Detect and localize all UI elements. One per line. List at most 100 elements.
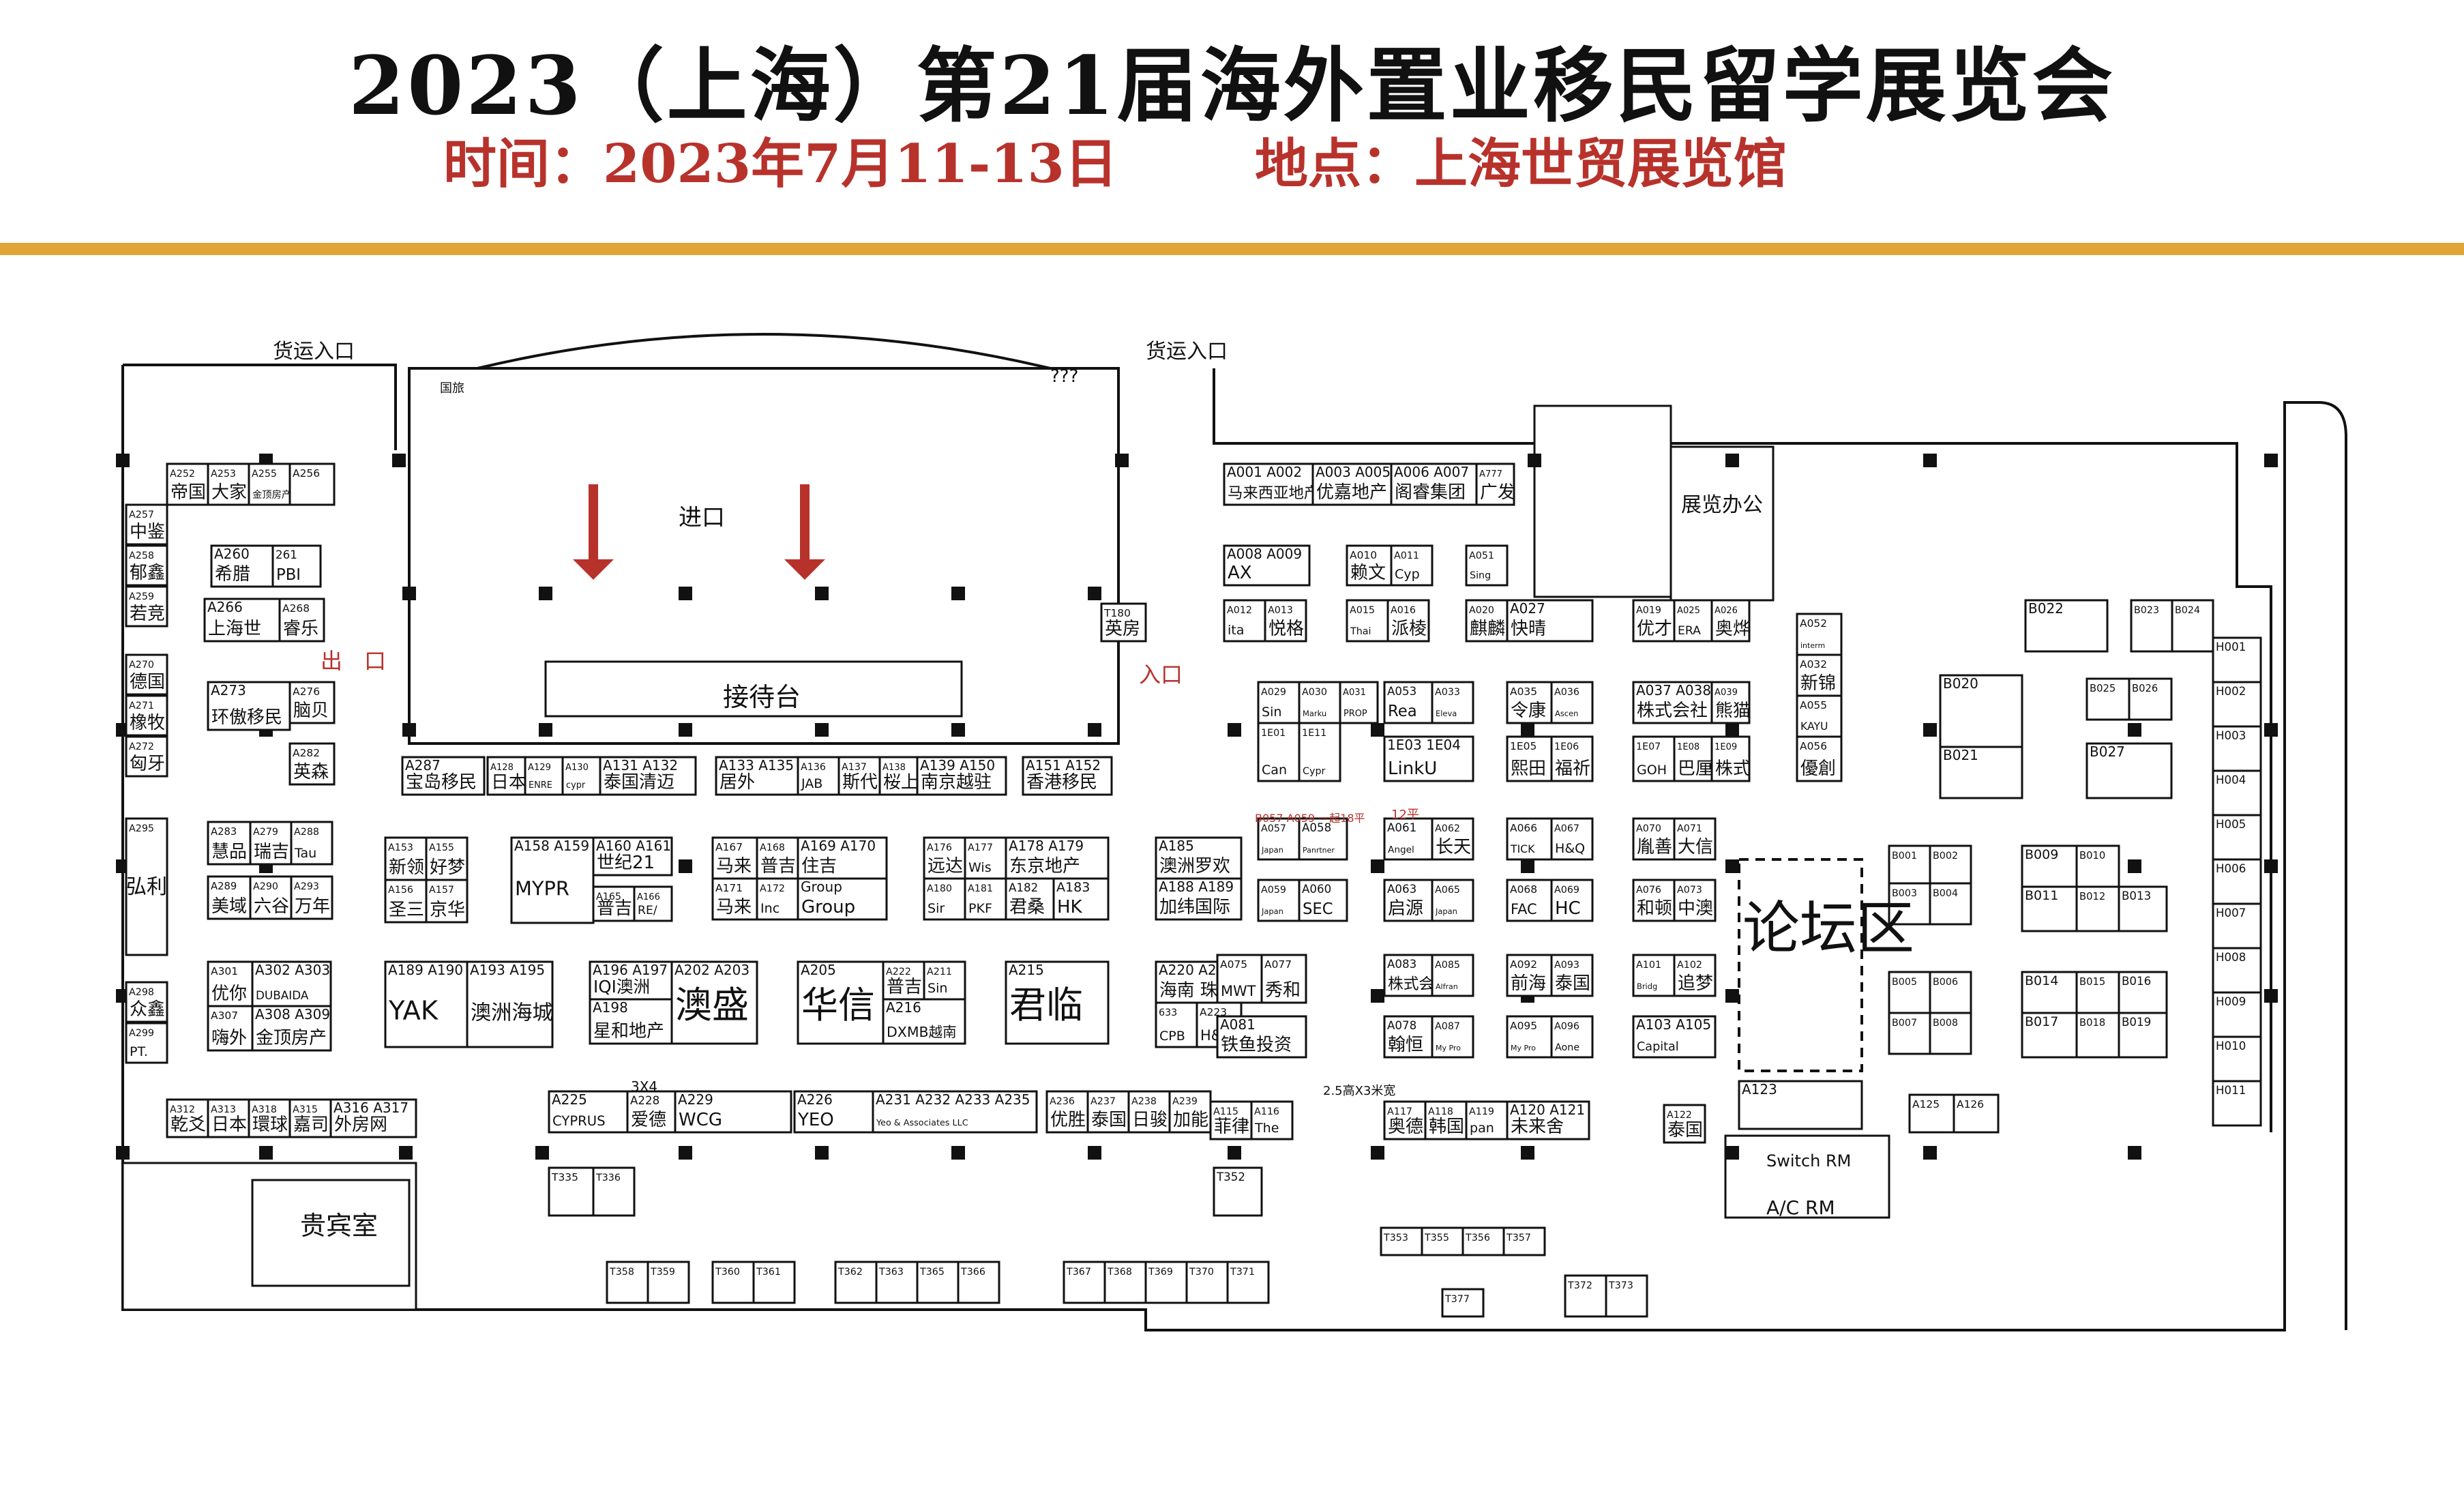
booth-name: 大家 [211,482,247,503]
booth-id: A287 [405,757,441,774]
booth-box [1383,817,1434,861]
booth-name: interm [1800,641,1825,650]
booth-box [125,585,168,628]
booth-name: Bridg [1637,982,1657,991]
booth-id: B018 [2079,1017,2105,1029]
booth-name: 世纪21 [597,853,655,873]
booth-id: A270 [129,660,154,671]
booth-box [207,821,252,866]
booth-name: 日本 [211,1115,247,1135]
booth-box [1502,1226,1546,1256]
booth-box [1673,817,1717,861]
booth-id: T180 [1103,607,1131,619]
booth-name: Tau [294,846,316,861]
pillar [259,1146,273,1160]
booth-layer: A252帝国A253大家A255金顶房产A256A257中鉴A258郁鑫A259… [125,462,2262,1318]
booth-box [1939,746,2023,799]
booth-t377: T377 [1441,1288,1485,1318]
booth-name: 熊猫 [1715,701,1751,721]
booth-h011: H011 [2212,1080,2262,1127]
booth-name: 前海 [1511,973,1546,994]
booth-id: A081 [1220,1016,1256,1033]
east-wall [1213,368,2272,1132]
booth-box [248,462,291,506]
booth-name: 铁鱼投资 [1221,1035,1292,1055]
reception-desk [544,660,963,718]
booth-a295: A295 [125,817,168,956]
booth-id: A205 [801,962,836,978]
booth-id: 1E08 [1677,742,1699,752]
booth-id: A777 [1479,469,1502,480]
booth-id: H007 [2216,907,2246,919]
booth-name: 优嘉地产 [1316,482,1387,503]
booth-name: 株式 [1715,759,1751,779]
booth-box [1888,1012,1931,1055]
booth-id: A117 [1387,1106,1412,1117]
booth-name: PBI [276,566,301,584]
booth-name: 星和地产 [593,1021,664,1042]
booth-id: B015 [2079,976,2105,988]
booth-box [793,1090,874,1134]
booth-id: A266 [207,599,243,615]
booth-id: A273 [211,682,246,698]
booth-box [599,756,697,796]
booth-id: A236 [1050,1096,1075,1107]
booth-name: My Pro [1511,1044,1536,1052]
booth-name: 熙田 [1511,759,1546,779]
booth-id: A029 [1261,687,1286,698]
booth-box [288,462,336,506]
booth-name: Japan [1435,907,1457,916]
booth-name: 慧品 [211,842,247,862]
booth-id: A185 [1159,838,1194,854]
booth-b006: B006 [1929,971,1972,1014]
booth-name: 澳盛 [675,984,749,1027]
booth-name: 马来西亚地产 [1228,484,1319,502]
booth-box [1063,1261,1106,1304]
booth-box [647,1261,690,1304]
booth-box [401,756,486,796]
booth-a123: A123 [1738,1080,1863,1130]
booth-b027: B027 [2086,742,2173,799]
booth-box [1390,462,1478,506]
booth-name: 橡牧 [130,713,165,733]
pillar [116,454,130,467]
booth-name: GOH [1637,763,1667,778]
booth-name: Rea [1388,703,1417,720]
booth-id: A293 [294,881,319,892]
pillar [539,587,552,600]
booth-name: cypr [566,780,586,791]
booth-box [486,756,526,796]
booth-id: H008 [2216,951,2246,964]
booth-id: A288 [294,827,319,838]
pillar [1725,859,1739,873]
booth-box [1506,954,1553,997]
booth-id: H001 [2216,640,2246,653]
booth-box [1260,954,1307,1004]
booth-name: PT. [130,1044,148,1059]
booth-id: T365 [919,1267,945,1278]
booth-box [1216,954,1263,1004]
booth-id: A136 [801,762,826,773]
booth-box [1796,735,1843,782]
booth-id: B007 [1892,1018,1917,1029]
booth-box [1506,1015,1553,1059]
booth-id: A053 [1387,685,1416,698]
pillar [2128,859,2141,873]
